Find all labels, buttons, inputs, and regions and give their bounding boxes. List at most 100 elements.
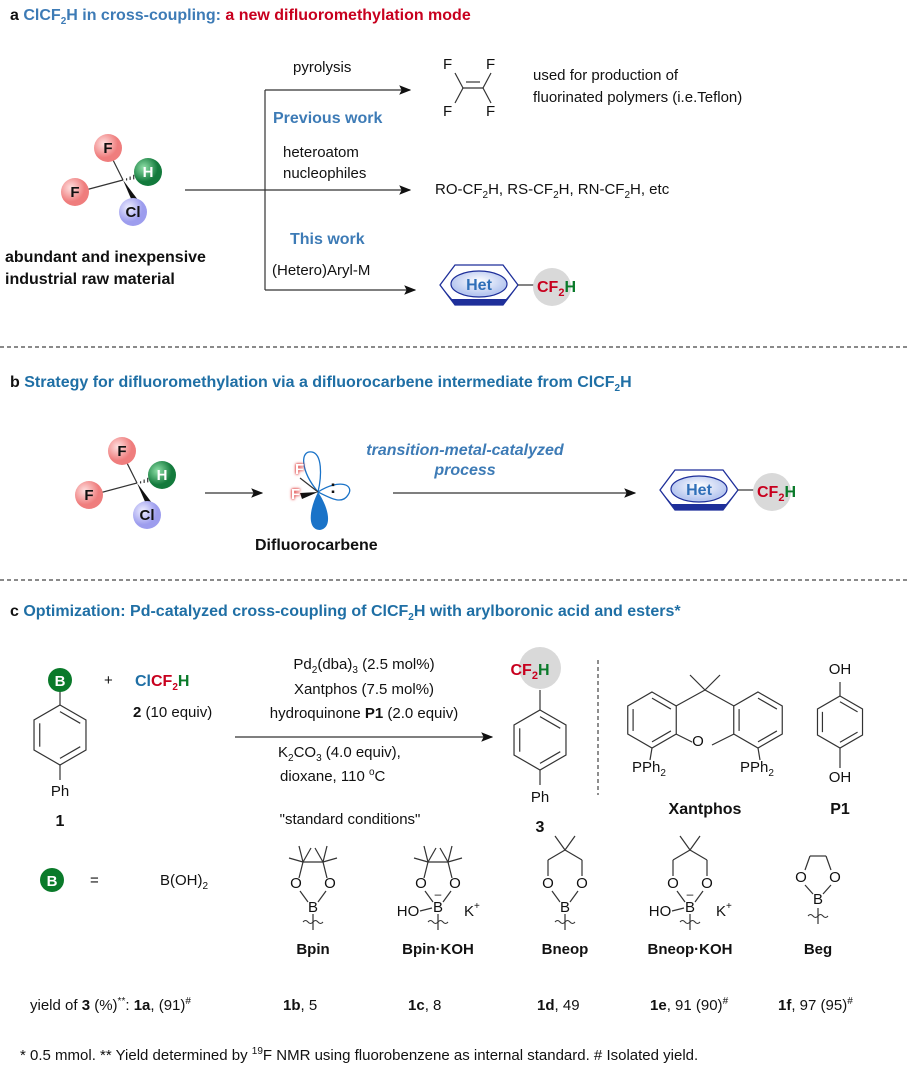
aromatic-double-bond bbox=[539, 716, 561, 729]
panel-b-clcf2h-chlorine: Cl bbox=[140, 507, 155, 524]
bpin-koh-structure-bond bbox=[442, 890, 452, 903]
bpin-koh-structure-methyl bbox=[423, 845, 429, 863]
panel-a-arrows bbox=[185, 85, 417, 295]
bpin-structure-o: O bbox=[324, 875, 336, 892]
panel-a-clcf2h-hydrogen: H bbox=[143, 164, 154, 181]
previous-work-label: Previous work bbox=[273, 110, 383, 127]
xantphos-label: Xantphos bbox=[668, 801, 742, 818]
tfe-f2: F bbox=[486, 56, 496, 73]
p1-oh-top: OH bbox=[828, 661, 852, 678]
panel-b-het-aryl-cf2h-cf2h: CF2H bbox=[757, 484, 796, 504]
boronic-acid-label: B(OH)2 bbox=[160, 872, 209, 892]
xantphos-p-bond bbox=[757, 747, 761, 761]
panel-a-clcf2h-fluorine-2: F bbox=[70, 184, 79, 201]
beg-structure-o: O bbox=[795, 869, 807, 886]
bpin-koh-structure-ho: HO bbox=[397, 903, 420, 920]
panel-c-title: c Optimization: Pd-catalyzed cross-coupl… bbox=[10, 603, 681, 624]
yield-1f: 1f, 97 (95)# bbox=[778, 996, 853, 1014]
aromatic-double-bond bbox=[839, 701, 858, 713]
difluorocarbene-orbitals bbox=[299, 451, 351, 530]
yield-1b: 1b, 5 bbox=[283, 997, 318, 1014]
bpin-koh-structure-minus: – bbox=[435, 887, 442, 901]
aromatic-double-bond bbox=[539, 751, 561, 764]
bneop-structure-bond bbox=[569, 890, 579, 903]
bpin-structure-o: O bbox=[290, 875, 302, 892]
bneop-koh-structure-b: B bbox=[685, 899, 695, 916]
panel-b-clcf2h-chlorine-sphere bbox=[133, 501, 161, 529]
bneop-structure-b: B bbox=[560, 899, 570, 916]
beg-structure-bond bbox=[825, 855, 832, 871]
panel-b-clcf2h-hydrogen-sphere bbox=[148, 461, 176, 489]
bpin-koh-structure-bond bbox=[423, 861, 429, 879]
panel-b-het-aryl-cf2h-het-label: Het bbox=[686, 482, 712, 499]
bpin-koh-structure-bond bbox=[447, 861, 453, 879]
beg-structure-bond bbox=[804, 884, 814, 895]
bpin-koh-structure-bond bbox=[424, 890, 434, 903]
bpin-koh-structure-methyl bbox=[413, 857, 429, 863]
substrate-ph: Ph bbox=[50, 783, 70, 800]
aromatic-double-bond bbox=[757, 730, 778, 743]
bneop-koh-structure-bond bbox=[672, 849, 691, 861]
bpin-structure-methyl bbox=[314, 847, 324, 863]
xantphos-ether bbox=[711, 733, 735, 746]
hydroquinone-ring bbox=[816, 695, 864, 749]
xantphos-bridge bbox=[704, 689, 735, 707]
aromatic-double-bond bbox=[757, 697, 778, 710]
bpin-koh-structure-methyl bbox=[447, 845, 453, 863]
xantphos-oxygen: O bbox=[692, 733, 704, 750]
footnote: * 0.5 mmol. ** Yield determined by 19F N… bbox=[20, 1046, 699, 1064]
condition-additive: hydroquinone P1 (2.0 equiv) bbox=[269, 705, 459, 722]
bneop-structure-methyl bbox=[564, 835, 576, 851]
this-work-label: This work bbox=[290, 231, 365, 248]
condition-ligand: Xantphos (7.5 mol%) bbox=[293, 681, 435, 698]
bpin-koh-structure-o: O bbox=[415, 875, 427, 892]
bpin-structure-b: B bbox=[308, 899, 318, 916]
p1-oh-bottom: OH bbox=[828, 769, 852, 786]
panel-letter: a bbox=[10, 7, 19, 24]
teflon-line1: used for production of bbox=[533, 67, 679, 84]
bpin-label: Bpin bbox=[296, 941, 330, 958]
equals-sign: = bbox=[90, 872, 99, 889]
carbene-f1: F bbox=[295, 461, 305, 478]
panel-a-het-aryl-cf2h-cf2h-highlight bbox=[533, 268, 571, 306]
panel-a-clcf2h-fluorine-2-sphere bbox=[61, 178, 89, 206]
panel-a-clcf2h-chlorine: Cl bbox=[126, 204, 141, 221]
bpin-koh-structure-methyl bbox=[447, 857, 463, 863]
xantphos-methyl bbox=[704, 674, 721, 691]
panel-b-clcf2h-hydrogen: H bbox=[157, 467, 168, 484]
bneop-structure-o: O bbox=[542, 875, 554, 892]
bpin-structure-methyl bbox=[322, 845, 328, 863]
bpin-koh-structure-methyl bbox=[427, 847, 437, 863]
product-cf2h-highlight bbox=[519, 647, 561, 689]
beg-structure-bond bbox=[822, 884, 832, 895]
aromatic-double-bond bbox=[651, 730, 672, 743]
panel-b-arrows bbox=[205, 488, 637, 742]
bneop-structure-methyl bbox=[554, 835, 566, 851]
bneop-koh-structure-o: O bbox=[701, 875, 713, 892]
bpin-structure-methyl bbox=[298, 845, 304, 863]
xantphos-pph2-right: PPh2 bbox=[740, 759, 774, 779]
substrate-label: 1 bbox=[55, 813, 65, 830]
panel-a-clcf2h-fluorine-1: F bbox=[103, 140, 112, 157]
bneop-label: Bneop bbox=[541, 941, 589, 958]
bneop-structure-bond bbox=[551, 890, 561, 903]
product-label: 3 bbox=[535, 819, 545, 836]
product-cf2h: CF2H bbox=[510, 662, 549, 682]
bpin-structure-methyl bbox=[288, 857, 304, 863]
process-line1: transition-metal-catalyzed bbox=[366, 442, 564, 459]
boron-marker-letter: B bbox=[55, 673, 66, 690]
beg-label: Beg bbox=[803, 941, 833, 958]
yield-1d: 1d, 49 bbox=[537, 997, 580, 1014]
yield-1c: 1c, 8 bbox=[408, 997, 442, 1014]
bneop-koh-structure-methyl bbox=[689, 835, 701, 851]
beg-structure-o: O bbox=[829, 869, 841, 886]
panel-b-title: b Strategy for difluoromethylation via a… bbox=[10, 374, 632, 395]
xantphos-bridge bbox=[675, 689, 706, 707]
bpin-koh-label: Bpin·KOH bbox=[402, 941, 474, 958]
panel-a-title: a ClCF2H in cross-coupling: a new difluo… bbox=[10, 7, 471, 27]
beg-structure-bond bbox=[804, 855, 811, 871]
teflon-line2: fluorinated polymers (i.e.Teflon) bbox=[533, 89, 743, 106]
title-red: a new difluoromethylation mode bbox=[225, 7, 471, 24]
bneop-koh-structure-bond bbox=[689, 849, 708, 861]
